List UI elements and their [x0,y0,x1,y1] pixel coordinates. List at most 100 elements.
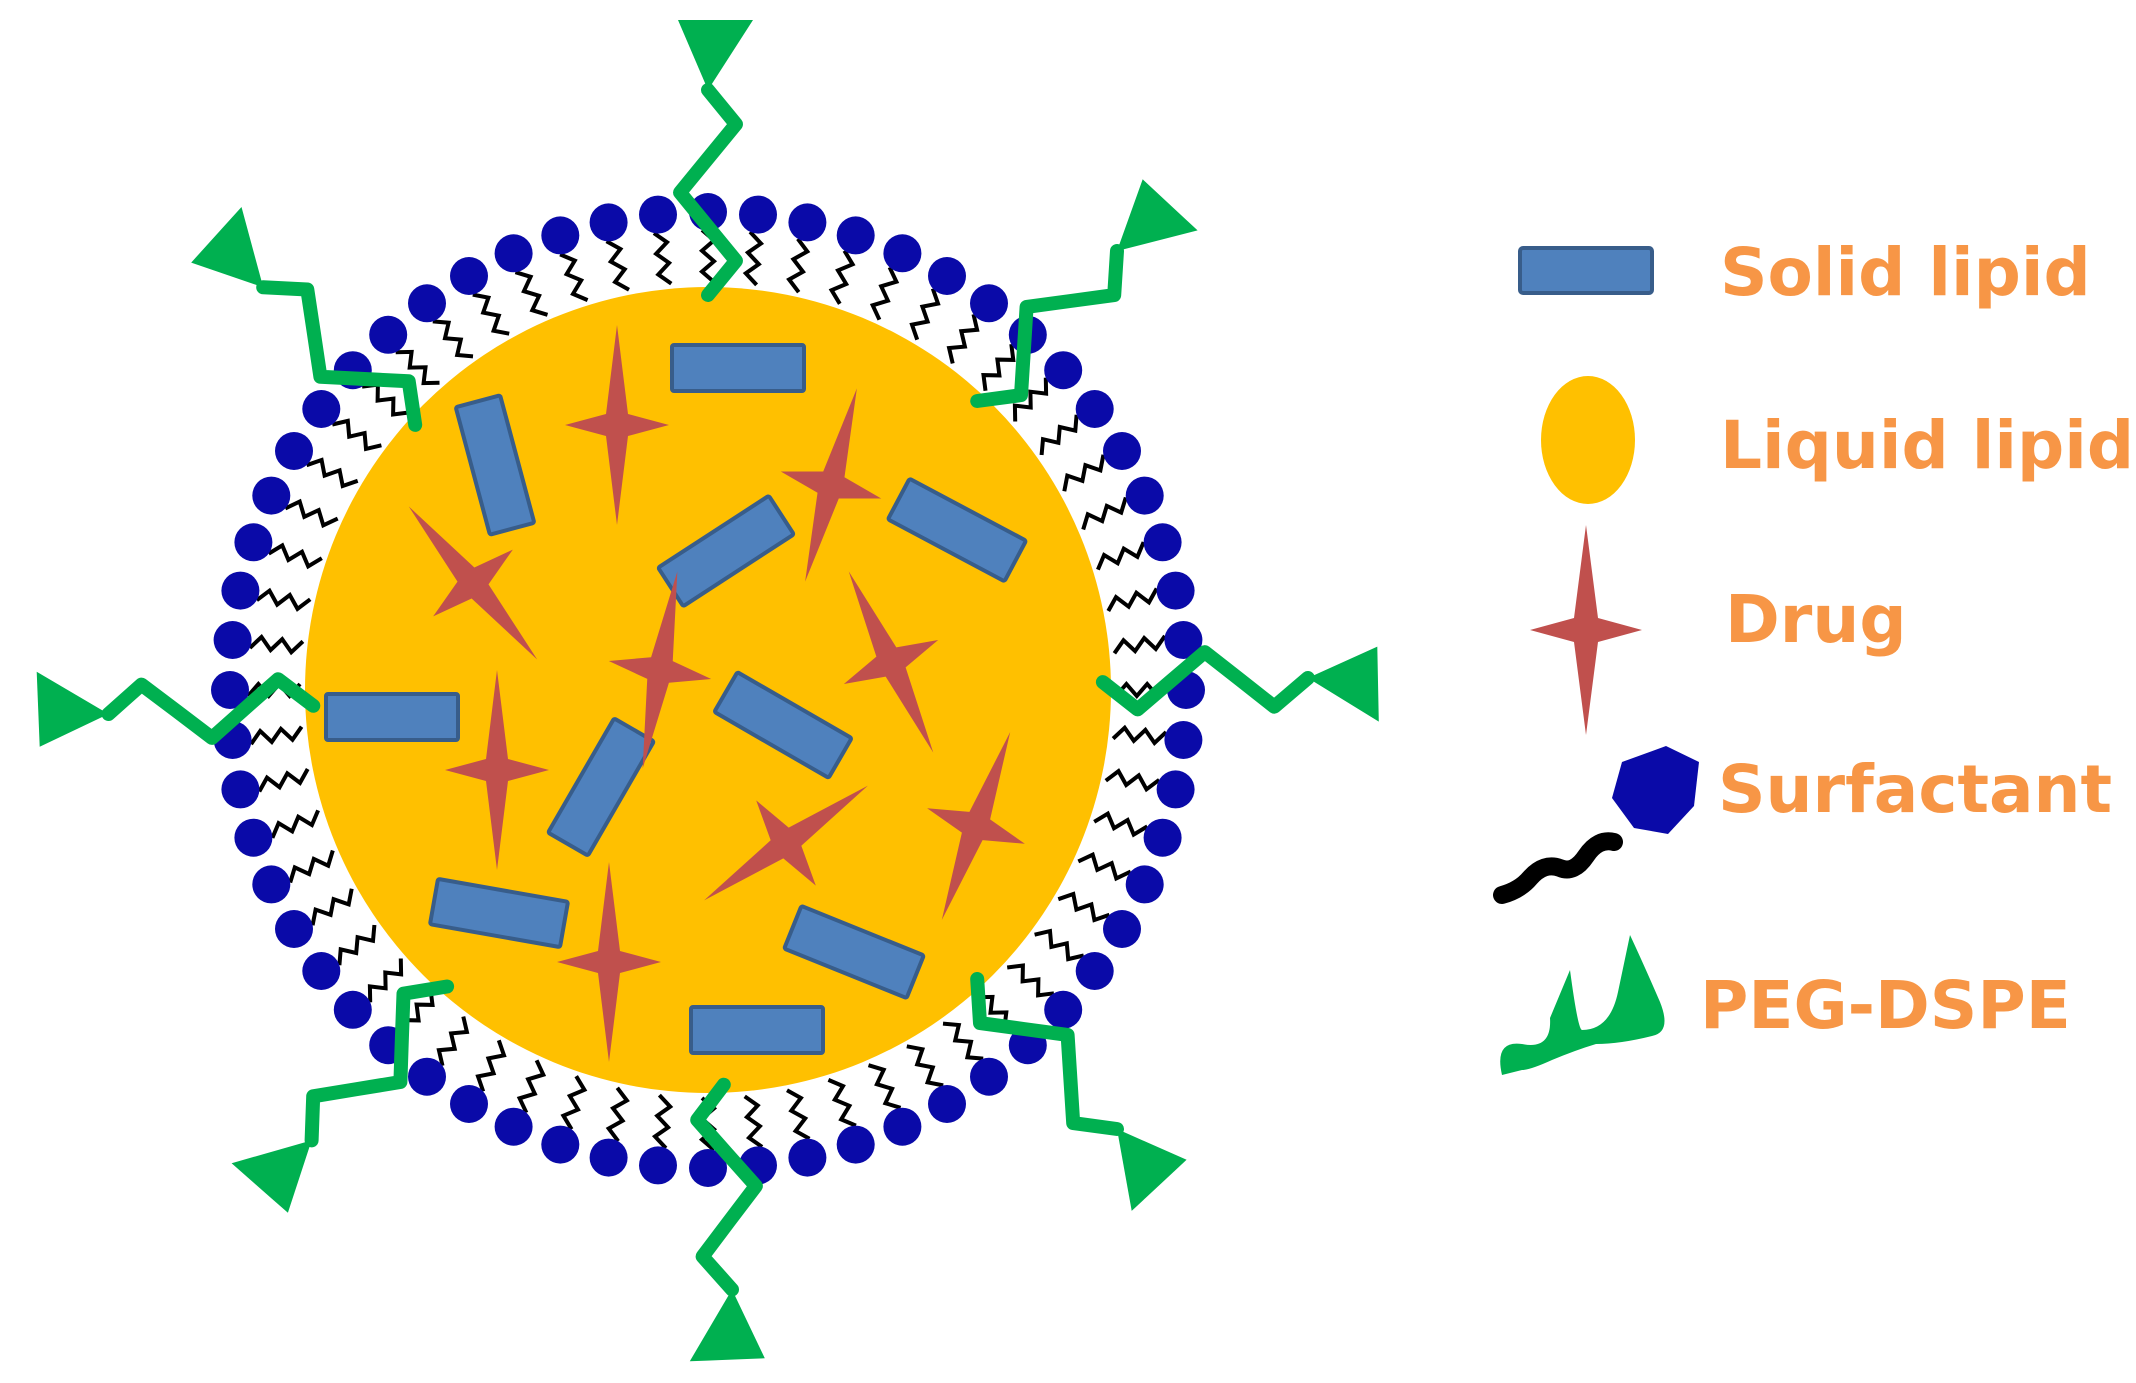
surfactant-tail [284,498,339,529]
drug-group [408,325,1025,1062]
surfactant-tail [1093,810,1149,838]
surfactant-head [928,257,966,295]
peg-dspe-stem [256,280,423,432]
surfactant-head [302,952,341,990]
drug [445,670,549,870]
surfactant-tail [906,1044,944,1088]
peg-dspe-tip [1117,1129,1187,1211]
legend-surfactant-label: Surfactant [1718,751,2112,828]
surfactant-tail [1111,724,1168,747]
surfactant-head [408,1057,446,1096]
surfactant-tail [742,230,765,287]
peg-dspe-stem [970,244,1124,408]
surfactant-tail [1104,768,1161,793]
surfactant-head [213,621,252,659]
surfactant-tail [1077,851,1132,882]
surfactant-tail [337,924,377,966]
surfactant-tail [248,633,305,656]
surfactant-head [450,257,488,295]
surfactant-head [970,1057,1008,1096]
surfactant-head [494,234,533,273]
solid-lipid [324,692,460,742]
surfactant-tail [1034,928,1085,962]
peg-dspe-stem [690,1077,763,1297]
surfactant-tail [786,237,811,294]
surfactant-head [450,1085,488,1123]
surfactant-tail [786,1088,811,1141]
surfactant-head [1164,621,1203,659]
solid-lipid [886,477,1028,583]
surfactant-head [788,203,827,242]
surfactant-tail [867,1063,902,1110]
solid-lipid [670,343,806,393]
peg-dspe-group [36,20,1379,1362]
surfactant-tail [1057,891,1111,923]
solid-lipid [656,494,796,608]
surfactant-tail [305,457,359,489]
peg-dspe-tip [678,20,753,90]
surfactant-tail [605,1086,630,1143]
surfactant-head [1156,770,1195,809]
surfactant-tail [255,587,312,612]
surfactant-tail [560,1075,588,1131]
legend-drug-swatch [1530,525,1642,735]
peg-dspe-tip [1307,646,1379,722]
surfactant-head [1143,818,1182,857]
surfactant-tail [946,313,980,364]
surfactant-head [970,284,1008,323]
surfactant-head [494,1107,533,1146]
surfactant-tail [1039,414,1079,456]
surfactant-head [1044,990,1083,1029]
liquid-lipid-core [305,287,1111,1093]
surfactant-head [1125,865,1164,904]
surfactant-head [639,195,677,234]
surfactant-head [1044,351,1083,390]
surfactant-tail [1062,454,1106,492]
peg-dspe-tip [231,1140,312,1213]
legend-surfactant-head-icon [1612,746,1699,834]
drug [608,571,712,769]
surfactant-tail [361,382,410,417]
surfactant-tail [942,1021,984,1061]
surfactant-head [883,234,922,273]
legend-liquid-lipid-label: Liquid lipid [1720,407,2134,484]
solid-lipid [428,877,570,949]
surfactant-head [589,203,628,242]
surfactant-tail [367,958,404,1003]
surfactant-head [333,990,372,1029]
surfactant-head [1103,910,1141,948]
legend-liquid-lipid-swatch [1541,376,1635,504]
surfactant-tail [310,888,354,926]
surfactant-head [1075,952,1114,990]
surfactant-tail [1096,541,1146,571]
surfactant-tail [651,1093,674,1150]
peg-dspe-tip [36,671,109,747]
surfactant-head [1075,390,1114,428]
surfactant-head [589,1138,628,1177]
surfactant-tail [432,319,474,359]
surfactant-head [541,1125,580,1164]
surfactant-head [234,818,273,857]
surfactant-head [275,910,313,948]
drug [557,862,661,1062]
surfactant-head [252,865,291,904]
surfactant-tail [514,270,549,317]
surfactant-head [836,216,875,255]
surfactant-tail [1012,377,1049,422]
surfactant-tail [516,1059,547,1114]
solid-lipid [454,393,536,537]
surfactant-tail [395,349,440,386]
legend-solid-lipid-swatch [1518,246,1654,295]
peg-dspe-stem [970,972,1124,1136]
legend: Solid lipid Liquid lipid Drug Surfactant… [1493,234,2134,1075]
surfactant-tail [559,252,589,302]
surfactant-head [211,671,249,709]
surfactant-tail [605,239,630,292]
surfactant-head [639,1146,677,1185]
surfactant-head [221,770,260,809]
legend-surfactant-swatch [1493,746,1699,904]
peg-dspe-tip [1117,179,1198,251]
solid-lipid [782,904,926,1000]
surfactant-head [1156,571,1195,610]
